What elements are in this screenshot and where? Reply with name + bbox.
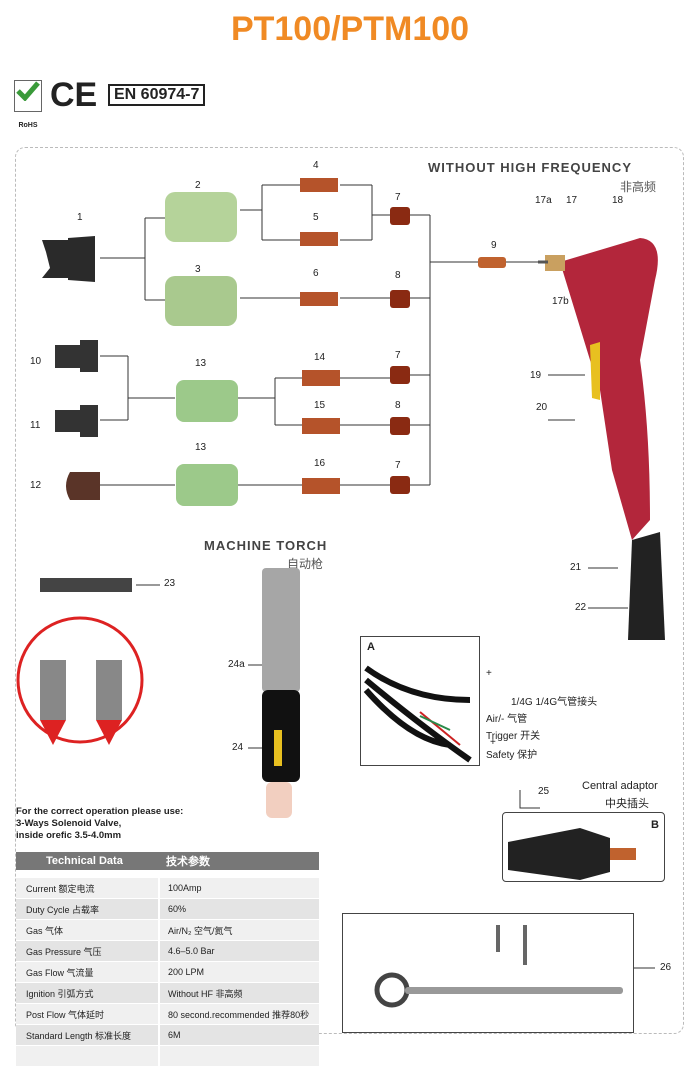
part-label: 7 <box>395 460 401 471</box>
rohs-badge: RoHS <box>14 80 42 129</box>
part-label: 18 <box>612 195 624 206</box>
part-label: 17 <box>566 195 578 206</box>
part-label: 12 <box>30 480 42 491</box>
trigger-label: Trigger 开关 <box>486 731 541 742</box>
hand-torch-header-cn: 非高频 <box>620 180 657 194</box>
part-label: 8 <box>395 400 401 411</box>
part-label: 3 <box>195 264 201 275</box>
part-label: 17b <box>552 296 569 307</box>
table-header: Technical Data 技术参数 <box>16 852 319 870</box>
part-label: 7 <box>395 350 401 361</box>
central-adaptor-label: Central adaptor <box>582 780 658 792</box>
central-adaptor-inset: B <box>502 812 665 882</box>
check-icon <box>16 81 40 101</box>
part-label: 20 <box>536 402 548 413</box>
machine-torch-header-cn: 自动枪 <box>287 557 324 571</box>
part-label: 8 <box>395 270 401 281</box>
part-label: 24 <box>232 742 244 753</box>
part-label: 11 <box>30 420 41 431</box>
part-label: 5 <box>313 212 319 223</box>
hand-torch-header: WITHOUT HIGH FREQUENCY <box>428 160 632 175</box>
part-label: 4 <box>313 160 319 171</box>
operation-note: For the correct operation please use: 3-… <box>16 806 184 841</box>
inset-letter: B <box>651 819 659 831</box>
part-label: 21 <box>570 562 582 573</box>
part-label: 26 <box>660 962 672 973</box>
standard-badge: EN 60974-7 <box>108 84 206 106</box>
part-label: 14 <box>314 352 326 363</box>
central-adaptor-label-cn: 中央插头 <box>605 798 649 810</box>
part-label: 1 <box>77 212 83 223</box>
machine-torch-header: MACHINE TORCH <box>204 538 328 553</box>
gas-fitting-label: 1/4G 1/4G气管接头 <box>511 697 598 708</box>
part-label: 7 <box>395 192 401 203</box>
table-row <box>16 1046 319 1067</box>
part-label: 13 <box>195 358 207 369</box>
inset-letter: A <box>367 641 375 653</box>
part-label: 25 <box>538 786 550 797</box>
wiring-inset-a: A <box>360 636 480 766</box>
part-label: 15 <box>314 400 326 411</box>
part-label: 19 <box>530 370 542 381</box>
page-title: PT100/PTM100 <box>230 10 470 48</box>
part-label: 16 <box>314 458 326 469</box>
part-label: 6 <box>313 268 319 279</box>
ce-mark: CE <box>50 76 98 114</box>
safety-label: Safety 保护 <box>486 750 538 761</box>
part-label: 9 <box>491 240 497 251</box>
part-label: 17a <box>535 195 552 206</box>
part-label: 22 <box>575 602 587 613</box>
air-label: Air/- 气管 <box>486 714 528 725</box>
part-label: 24a <box>228 659 245 670</box>
circle-guide-inset <box>342 913 634 1033</box>
part-label: 13 <box>195 442 207 453</box>
part-label: 2 <box>195 180 201 191</box>
diagram-frame <box>15 147 684 1034</box>
part-label: 10 <box>30 356 42 367</box>
plus-label: + <box>490 737 496 748</box>
part-label: 23 <box>164 578 176 589</box>
plus-label: + <box>486 668 492 679</box>
